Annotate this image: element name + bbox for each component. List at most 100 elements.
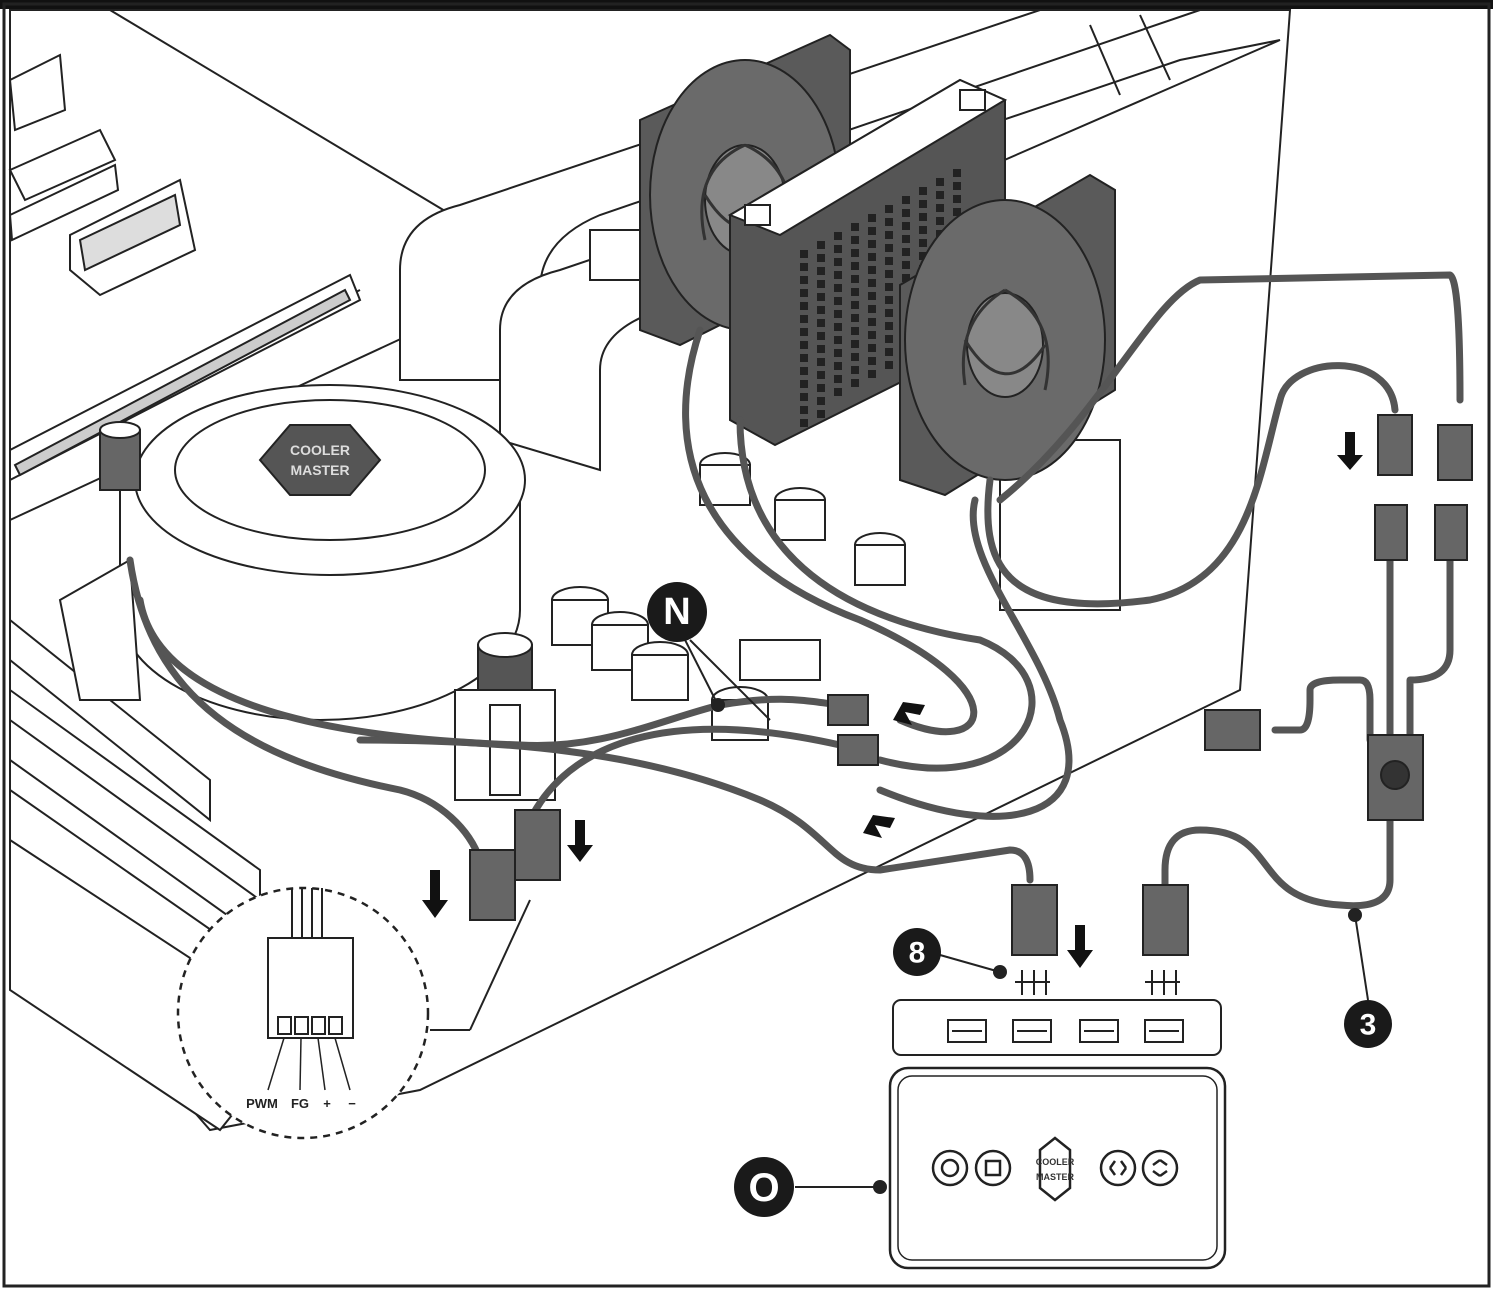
radiator-hole: [834, 388, 842, 396]
radiator-hole: [953, 195, 961, 203]
radiator-hole: [851, 288, 859, 296]
radiator-hole: [800, 302, 808, 310]
callout-n: N: [647, 582, 771, 721]
pin-label-plus: +: [323, 1096, 331, 1111]
cables: [126, 271, 1464, 910]
radiator-hole: [834, 232, 842, 240]
radiator-hole: [868, 318, 876, 326]
radiator-hole: [800, 328, 808, 336]
radiator-hole: [885, 296, 893, 304]
radiator-hole: [885, 348, 893, 356]
pump-connector-right: [514, 809, 561, 881]
radiator-hole: [817, 306, 825, 314]
radiator-hole: [953, 182, 961, 190]
callout-8: 8: [893, 928, 1007, 979]
radiator-hole: [868, 227, 876, 235]
radiator-hole: [851, 353, 859, 361]
radiator-hole: [919, 213, 927, 221]
radiator-hole: [902, 248, 910, 256]
radiator-hole: [902, 209, 910, 217]
radiator-hole: [885, 257, 893, 265]
radiator-hole: [868, 240, 876, 248]
arrow-down-icon: [1067, 925, 1093, 968]
radiator-hole: [800, 354, 808, 362]
radiator-hole: [885, 283, 893, 291]
controller-left-right-button[interactable]: [1099, 1149, 1137, 1187]
controller-up-down-button[interactable]: [1141, 1149, 1179, 1187]
radiator-hole: [800, 367, 808, 375]
radiator-hole: [885, 322, 893, 330]
radiator-hole: [851, 314, 859, 322]
radiator-hole: [885, 270, 893, 278]
argb-connector-side: [1204, 709, 1261, 751]
radiator-hole: [868, 370, 876, 378]
arrow-down-icon: [1337, 432, 1363, 470]
radiator-hole: [817, 241, 825, 249]
radiator-hole: [817, 410, 825, 418]
radiator-hole: [817, 319, 825, 327]
argb-connector-lower-right: [1434, 504, 1468, 561]
radiator-hole: [800, 341, 808, 349]
radiator-hole: [851, 327, 859, 335]
radiator-hole: [919, 200, 927, 208]
radiator-hole: [817, 267, 825, 275]
connectors: [469, 414, 1473, 956]
pcie-slots: [8, 53, 197, 297]
long-slot: [9, 273, 362, 482]
callout-o-label: O: [748, 1166, 779, 1210]
radiator-hole: [834, 310, 842, 318]
argb-connector-top-right: [1437, 424, 1473, 481]
radiator-hole: [834, 258, 842, 266]
radiator-hole: [919, 187, 927, 195]
hub-plug-pins: [1015, 970, 1180, 995]
radiator-hole: [868, 279, 876, 287]
radiator-hole: [868, 266, 876, 274]
hub-plug-left: [1011, 884, 1058, 956]
direction-arrows: [422, 432, 1363, 968]
callout-8-label: 8: [909, 937, 926, 970]
radiator-hole: [936, 178, 944, 186]
radiator-hole: [868, 344, 876, 352]
radiator-hole: [800, 250, 808, 258]
fan-connector-upper: [827, 694, 869, 726]
argb-connector-top-left: [1377, 414, 1413, 476]
radiator-hole: [834, 323, 842, 331]
pin-label-pwm: PWM: [246, 1096, 278, 1111]
radiator-hole: [953, 169, 961, 177]
radiator-hole: [851, 262, 859, 270]
pin-label-minus: −: [348, 1096, 356, 1111]
radiator-hole: [817, 384, 825, 392]
radiator-hole: [902, 235, 910, 243]
arrow-diagonal-icon: [863, 815, 895, 838]
fan-right: [899, 173, 1116, 497]
radiator-hole: [953, 208, 961, 216]
radiator-hole: [817, 345, 825, 353]
radiator-hole: [817, 254, 825, 262]
radiator-hole: [902, 261, 910, 269]
radiator-hole: [851, 236, 859, 244]
pump-block: [58, 384, 526, 721]
radiator-hole: [817, 397, 825, 405]
callout-o: O: [734, 1157, 887, 1217]
arrow-down-icon: [422, 870, 448, 918]
radiator-hole: [800, 276, 808, 284]
radiator-hole: [851, 249, 859, 257]
radiator-hole: [817, 332, 825, 340]
radiator-hole: [800, 380, 808, 388]
pump-connector-left: [469, 849, 516, 921]
arrow-down-icon: [567, 820, 593, 862]
radiator-hole: [868, 253, 876, 261]
radiator-hole: [919, 239, 927, 247]
radiator-hole: [834, 349, 842, 357]
radiator-hole: [902, 222, 910, 230]
radiator-hole: [868, 357, 876, 365]
radiator-hole: [800, 263, 808, 271]
radiator-hole: [885, 205, 893, 213]
radiator-hole: [885, 309, 893, 317]
radiator-hole: [834, 284, 842, 292]
radiator-hole: [851, 340, 859, 348]
fan-connector-lower: [837, 734, 879, 766]
argb-connector-lower-left: [1374, 504, 1408, 561]
radiator-hole: [851, 366, 859, 374]
